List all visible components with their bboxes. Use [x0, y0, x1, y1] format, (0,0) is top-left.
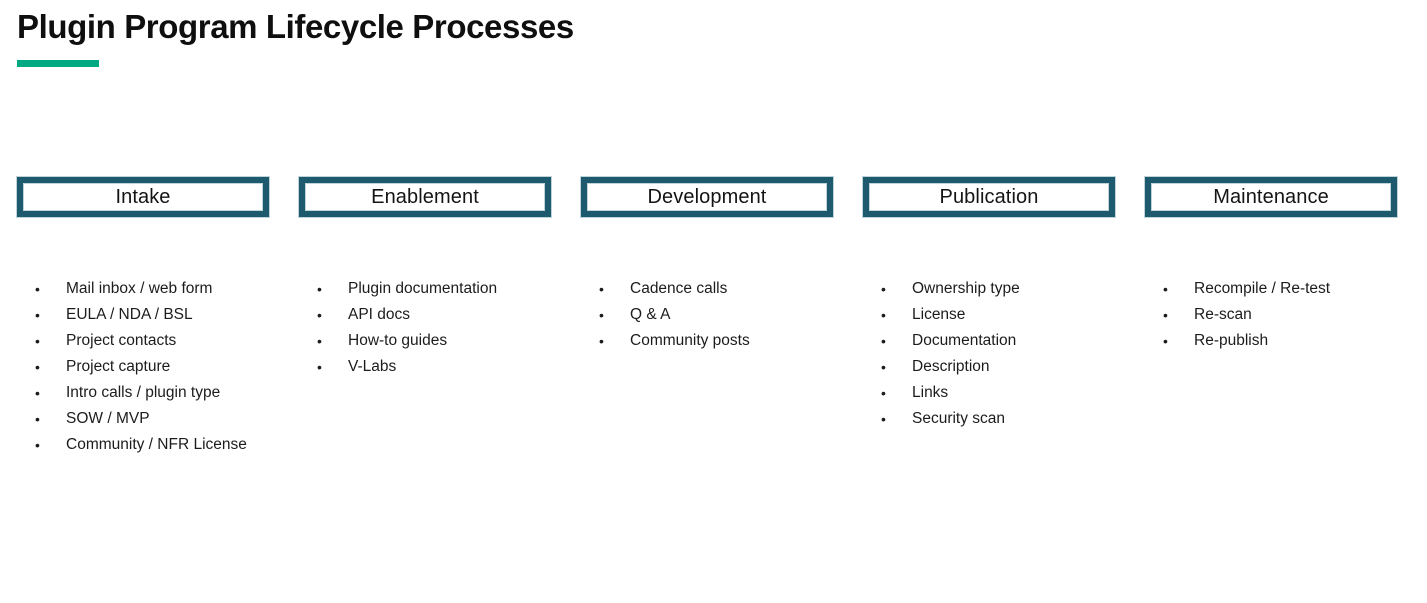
bullet-icon: •: [599, 281, 604, 297]
list-item-label: Links: [912, 384, 949, 401]
list-item: • Project contacts: [35, 328, 269, 354]
stage-header-label: Enablement: [371, 185, 479, 208]
list-item-label: V-Labs: [348, 358, 397, 375]
list-item-label: API docs: [348, 306, 411, 323]
list-item: • EULA / NDA / BSL: [35, 302, 269, 328]
list-item-label: Documentation: [912, 332, 1017, 349]
list-item: • Intro calls / plugin type: [35, 380, 269, 406]
bullet-icon: •: [1163, 307, 1168, 323]
list-item-label: Mail inbox / web form: [66, 280, 213, 297]
bullet-icon: •: [881, 333, 886, 349]
slide-title: Plugin Program Lifecycle Processes: [17, 8, 574, 45]
stage-header-label: Intake: [115, 185, 171, 208]
column-publication: Publication • Ownership type • License • Docu…: [863, 177, 1115, 458]
bullet-icon: •: [881, 307, 886, 323]
list-item: • Project capture: [35, 354, 269, 380]
list-item: • API docs: [317, 302, 551, 328]
stage-header-label: Maintenance: [1213, 185, 1329, 208]
list-item: • Ownership type: [881, 276, 1115, 302]
bullet-icon: •: [881, 359, 886, 375]
bullet-icon: •: [1163, 281, 1168, 297]
bullet-icon: •: [35, 385, 40, 401]
list-item-label: Re-publish: [1194, 332, 1269, 349]
lifecycle-columns: Intake • Mail inbox / web form • EULA / NDA…: [17, 177, 1397, 458]
list-item-label: SOW / MVP: [66, 410, 150, 427]
list-item: • Recompile / Re-test: [1163, 276, 1397, 302]
stage-header-label: Development: [647, 185, 767, 208]
list-item-label: Q & A: [630, 306, 671, 323]
bullet-icon: •: [317, 307, 322, 323]
stage-item-list-enablement: • Plugin documentation • API docs • How-to gu…: [299, 276, 551, 380]
bullet-icon: •: [35, 359, 40, 375]
stage-header-box-intake: Intake: [17, 177, 269, 217]
column-maintenance: Maintenance • Recompile / Re-test • Re-scan…: [1145, 177, 1397, 458]
bullet-icon: •: [35, 307, 40, 323]
bullet-icon: •: [317, 281, 322, 297]
bullet-icon: •: [35, 437, 40, 453]
list-item: • How-to guides: [317, 328, 551, 354]
list-item-label: How-to guides: [348, 332, 448, 349]
stage-item-list-maintenance: • Recompile / Re-test • Re-scan • Re-publish: [1145, 276, 1397, 354]
stage-header-box-maintenance: Maintenance: [1145, 177, 1397, 217]
stage-item-list-development: • Cadence calls • Q & A • Community posts: [581, 276, 833, 354]
list-item-label: Community posts: [630, 332, 750, 349]
list-item: • Cadence calls: [599, 276, 833, 302]
bullet-icon: •: [1163, 333, 1168, 349]
list-item-label: Cadence calls: [630, 280, 728, 297]
list-item: • Community / NFR License: [35, 432, 269, 458]
list-item: • Re-publish: [1163, 328, 1397, 354]
bullet-icon: •: [881, 385, 886, 401]
column-enablement: Enablement • Plugin documentation • API doc…: [299, 177, 551, 458]
list-item-label: Project contacts: [66, 332, 177, 349]
list-item-label: Project capture: [66, 358, 171, 375]
list-item-label: Recompile / Re-test: [1194, 280, 1331, 297]
list-item: • License: [881, 302, 1115, 328]
bullet-icon: •: [317, 359, 322, 375]
list-item-label: License: [912, 306, 966, 323]
bullet-icon: •: [317, 333, 322, 349]
title-accent-underline: [17, 60, 99, 67]
list-item-label: Intro calls / plugin type: [66, 384, 221, 401]
stage-header-label: Publication: [939, 185, 1039, 208]
list-item-label: Description: [912, 358, 990, 375]
list-item: • V-Labs: [317, 354, 551, 380]
list-item: • Security scan: [881, 406, 1115, 432]
column-intake: Intake • Mail inbox / web form • EULA / NDA…: [17, 177, 269, 458]
list-item-label: Plugin documentation: [348, 280, 498, 297]
bullet-icon: •: [35, 411, 40, 427]
list-item-label: Security scan: [912, 410, 1006, 427]
list-item: • SOW / MVP: [35, 406, 269, 432]
stage-header-box-development: Development: [581, 177, 833, 217]
bullet-icon: •: [35, 281, 40, 297]
list-item: • Documentation: [881, 328, 1115, 354]
list-item: • Plugin documentation: [317, 276, 551, 302]
list-item-label: Re-scan: [1194, 306, 1252, 323]
list-item: • Community posts: [599, 328, 833, 354]
stage-header-box-enablement: Enablement: [299, 177, 551, 217]
bullet-icon: •: [599, 333, 604, 349]
list-item: • Re-scan: [1163, 302, 1397, 328]
list-item-label: Community / NFR License: [66, 436, 247, 453]
stage-item-list-publication: • Ownership type • License • Documentation • De…: [863, 276, 1115, 432]
bullet-icon: •: [599, 307, 604, 323]
column-development: Development • Cadence calls • Q & A • Communi…: [581, 177, 833, 458]
list-item-label: Ownership type: [912, 280, 1020, 297]
bullet-icon: •: [35, 333, 40, 349]
stage-header-box-publication: Publication: [863, 177, 1115, 217]
list-item: • Mail inbox / web form: [35, 276, 269, 302]
list-item: • Links: [881, 380, 1115, 406]
list-item-label: EULA / NDA / BSL: [66, 306, 193, 323]
list-item: • Description: [881, 354, 1115, 380]
list-item: • Q & A: [599, 302, 833, 328]
bullet-icon: •: [881, 281, 886, 297]
stage-item-list-intake: •Mail inbox / web form•EULA / NDA / BSL•…: [17, 276, 269, 458]
bullet-icon: •: [881, 411, 886, 427]
